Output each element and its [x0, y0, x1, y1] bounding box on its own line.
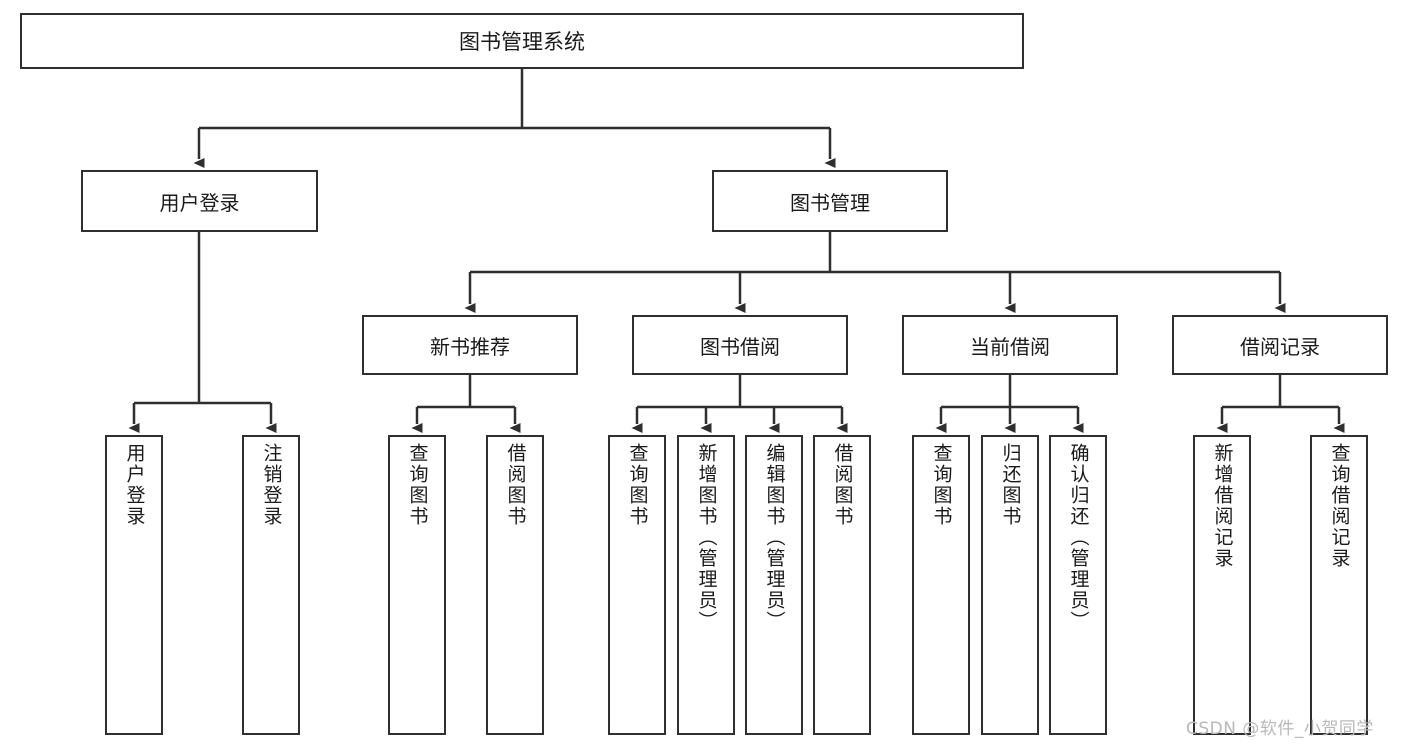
leaf-borrow-record-add-record[interactable]: 新增借阅记录 — [1193, 435, 1251, 735]
node-book-borrow[interactable]: 图书借阅 — [632, 315, 848, 375]
leaf-borrow-record-query-record[interactable]: 查询借阅记录 — [1310, 435, 1368, 735]
node-label: 新书推荐 — [430, 334, 510, 359]
node-label: 借阅图书 — [504, 443, 527, 527]
node-book-management[interactable]: 图书管理 — [712, 170, 948, 232]
leaf-book-borrow-query-books[interactable]: 查询图书 — [608, 435, 666, 735]
leaf-user-login-logout[interactable]: 注销登录 — [242, 435, 300, 735]
leaf-new-book-query-books[interactable]: 查询图书 — [388, 435, 446, 735]
node-label: 确认归还（管理员） — [1067, 443, 1090, 632]
leaf-new-book-borrow-books[interactable]: 借阅图书 — [486, 435, 544, 735]
node-new-book-recommend[interactable]: 新书推荐 — [362, 315, 578, 375]
node-label: 查询图书 — [930, 443, 953, 527]
leaf-book-borrow-borrow-books[interactable]: 借阅图书 — [813, 435, 871, 735]
node-label: 用户登录 — [159, 190, 240, 215]
node-label: 图书借阅 — [700, 334, 780, 359]
node-label: 查询图书 — [406, 443, 429, 527]
leaf-user-login-login[interactable]: 用户登录 — [105, 435, 163, 735]
node-label: 图书管理 — [790, 190, 870, 215]
node-label: 查询图书 — [626, 443, 649, 527]
node-label: 归还图书 — [999, 443, 1022, 527]
node-label: 新增图书（管理员） — [695, 443, 718, 632]
leaf-current-borrow-query-books[interactable]: 查询图书 — [912, 435, 970, 735]
node-borrow-record[interactable]: 借阅记录 — [1172, 315, 1388, 375]
node-label: 当前借阅 — [970, 334, 1050, 359]
leaf-book-borrow-edit-book-admin[interactable]: 编辑图书（管理员） — [745, 435, 803, 735]
node-current-borrow[interactable]: 当前借阅 — [902, 315, 1118, 375]
node-label: 图书管理系统 — [459, 30, 585, 54]
leaf-book-borrow-add-book-admin[interactable]: 新增图书（管理员） — [677, 435, 735, 735]
node-user-login[interactable]: 用户登录 — [81, 170, 318, 232]
node-label: 注销登录 — [260, 443, 283, 527]
node-label: 借阅记录 — [1240, 334, 1320, 359]
node-label: 用户登录 — [123, 443, 146, 527]
node-label: 查询借阅记录 — [1328, 443, 1351, 569]
node-label: 新增借阅记录 — [1211, 443, 1234, 569]
node-root-book-management-system[interactable]: 图书管理系统 — [20, 13, 1024, 69]
node-label: 借阅图书 — [831, 443, 854, 527]
leaf-current-borrow-return-books[interactable]: 归还图书 — [981, 435, 1039, 735]
node-label: 编辑图书（管理员） — [763, 443, 786, 632]
csdn-watermark: CSDN @软件_小贺同学 — [1186, 719, 1374, 739]
leaf-current-borrow-confirm-return-admin[interactable]: 确认归还（管理员） — [1049, 435, 1107, 735]
